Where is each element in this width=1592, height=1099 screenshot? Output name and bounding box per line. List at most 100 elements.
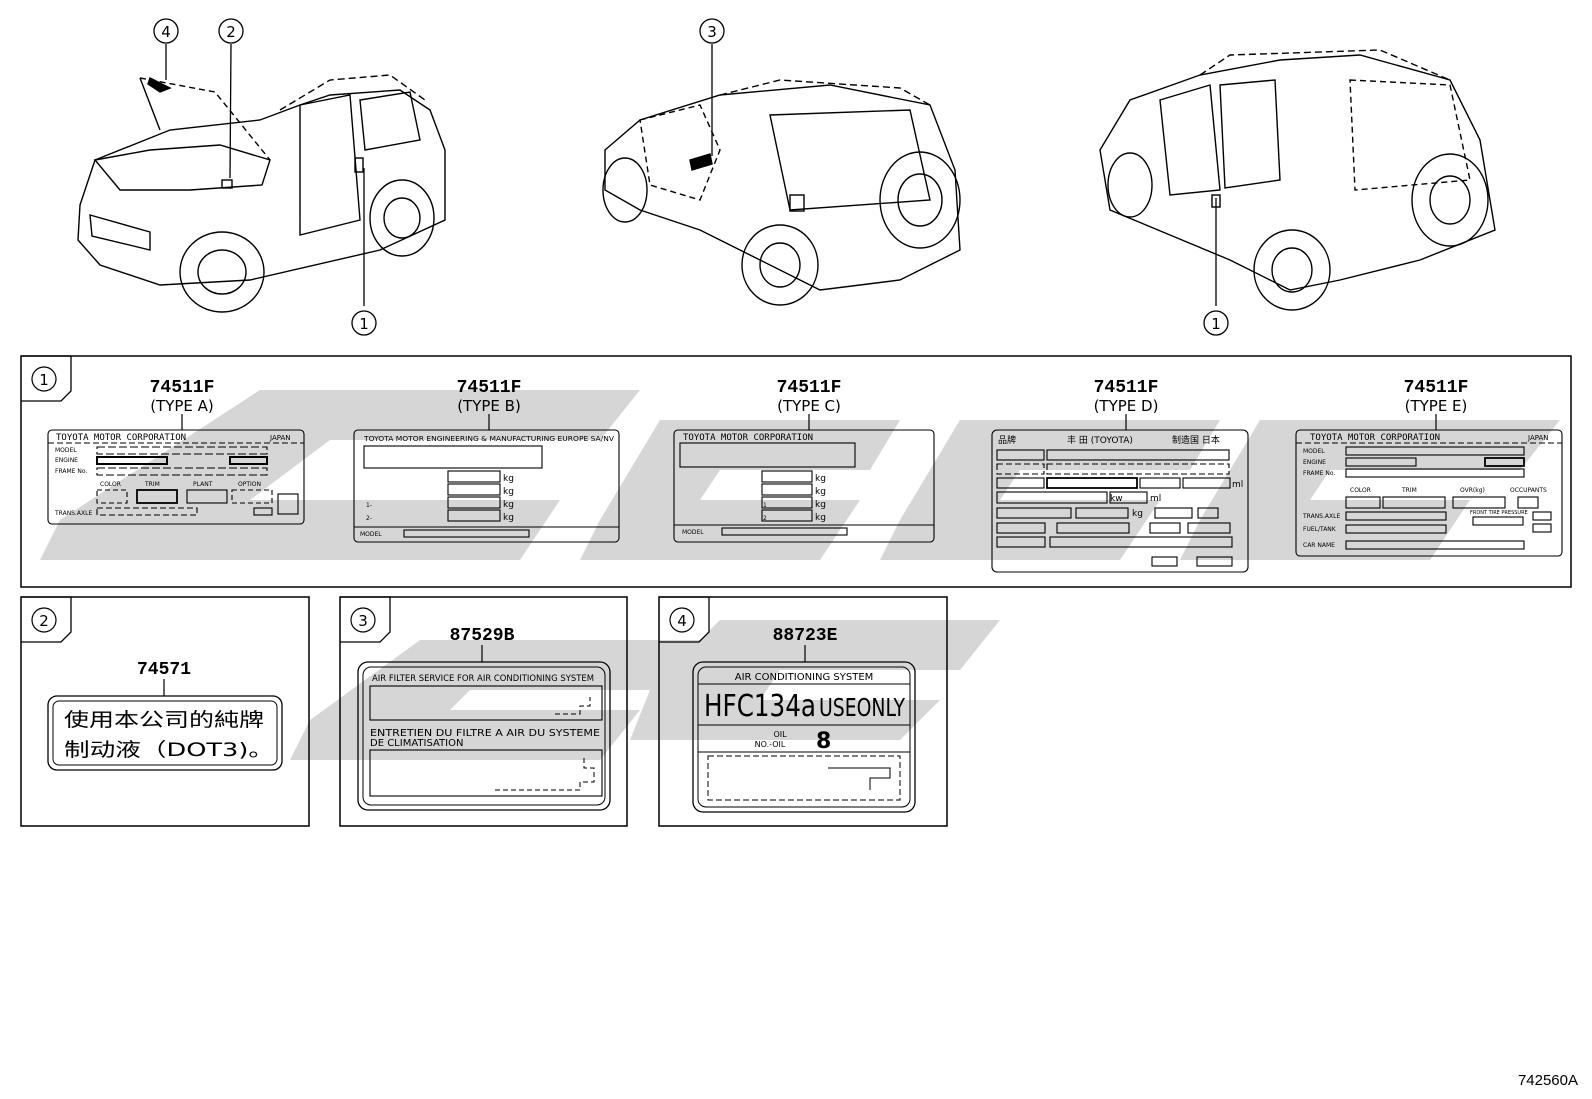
svg-text:kg: kg <box>815 474 826 484</box>
svg-text:TRANS.AXLE: TRANS.AXLE <box>54 510 92 517</box>
svg-text:PLANT: PLANT <box>193 481 213 488</box>
svg-text:TOYOTA MOTOR CORPORATION: TOYOTA MOTOR CORPORATION <box>56 433 186 443</box>
panel-3-number: 3 <box>358 612 368 630</box>
air-filter-fr-1: ENTRETIEN DU FILTRE A AIR DU SYSTEME <box>370 728 600 739</box>
svg-text:kg: kg <box>503 500 514 510</box>
svg-text:2: 2 <box>763 515 767 522</box>
svg-text:JAPAN: JAPAN <box>269 434 291 442</box>
label-type-c <box>673 429 935 543</box>
type-e-part-number: 74511F <box>1404 378 1469 398</box>
type-d-part-number: 74511F <box>1094 378 1159 398</box>
panel-3: 3 87529B AIR FILTER SERVICE FOR AIR COND… <box>339 596 628 827</box>
panel-4: 4 88723E AIR CONDITIONING SYSTEM HFC134a… <box>658 596 948 827</box>
vehicle-callouts <box>153 18 1229 336</box>
svg-text:TRIM: TRIM <box>1401 487 1417 494</box>
svg-text:TRIM: TRIM <box>144 481 160 488</box>
svg-text:制造国 日本: 制造国 日本 <box>1172 434 1220 446</box>
vehicle-callout-numbers: 4 2 1 3 1 <box>161 23 1221 333</box>
svg-text:kg: kg <box>815 500 826 510</box>
svg-text:CAR NAME: CAR NAME <box>1303 542 1335 549</box>
label-type-d-text: 品牌 丰 田 (TOYOTA) 制造国 日本 ml kw ml kg <box>998 434 1243 519</box>
svg-text:MODEL: MODEL <box>1303 448 1325 455</box>
svg-text:FRAME No.: FRAME No. <box>55 468 87 475</box>
svg-text:OCCUPANTS: OCCUPANTS <box>1510 487 1547 494</box>
brake-fluid-line-1: 使用本公司的純牌 <box>64 709 264 731</box>
brake-fluid-line-2: 制动液（DOT3)。 <box>64 739 274 761</box>
svg-text:COLOR: COLOR <box>1350 487 1371 494</box>
panel-1-leaders <box>181 414 1437 430</box>
label-type-c-text: TOYOTA MOTOR CORPORATION kg kg kg kg 1 2… <box>682 433 826 536</box>
label-type-a-text: TOYOTA MOTOR CORPORATION JAPAN MODEL ENG… <box>54 433 291 517</box>
type-c-label: (TYPE C) <box>777 397 841 415</box>
vehicle-front-view <box>77 74 446 313</box>
svg-text:kw: kw <box>1110 494 1123 504</box>
svg-text:JAPAN: JAPAN <box>1527 434 1549 442</box>
svg-text:1: 1 <box>763 502 767 509</box>
svg-text:TOYOTA MOTOR CORPORATION: TOYOTA MOTOR CORPORATION <box>1310 433 1440 443</box>
svg-text:品牌: 品牌 <box>998 434 1016 446</box>
svg-text:kg: kg <box>815 487 826 497</box>
svg-text:FRAME No.: FRAME No. <box>1303 470 1335 477</box>
type-a-label: (TYPE A) <box>150 397 214 415</box>
svg-text:kg: kg <box>815 513 826 523</box>
label-type-e <box>1295 429 1563 557</box>
vehicle-rear-right-view <box>1099 49 1496 311</box>
type-d-label: (TYPE D) <box>1094 397 1159 415</box>
ac-system-title: AIR CONDITIONING SYSTEM <box>735 672 874 683</box>
svg-text:MODEL: MODEL <box>360 531 382 538</box>
svg-text:ml: ml <box>1232 480 1243 490</box>
type-b-part-number: 74511F <box>457 378 522 398</box>
panel-3-part-number: 87529B <box>450 626 515 646</box>
svg-text:OPTION: OPTION <box>238 481 261 488</box>
panel-4-part-number: 88723E <box>773 626 838 646</box>
oil-number-label: NO.-OIL <box>755 740 786 749</box>
panel-4-number: 4 <box>677 612 687 630</box>
svg-text:OVR(kg): OVR(kg) <box>1460 487 1485 494</box>
panel-1-headings: 74511F (TYPE A) 74511F (TYPE B) 74511F (… <box>150 378 1469 415</box>
oil-label: OIL <box>773 730 787 739</box>
type-e-label: (TYPE E) <box>1405 397 1468 415</box>
label-type-a <box>47 429 305 525</box>
svg-text:丰 田 (TOYOTA): 丰 田 (TOYOTA) <box>1067 434 1133 446</box>
panel-1: 1 <box>20 355 1572 588</box>
oil-number-value: 8 <box>816 729 831 754</box>
type-a-part-number: 74511F <box>150 378 215 398</box>
label-type-b-text: TOYOTA MOTOR ENGINEERING & MANUFACTURING… <box>360 435 614 538</box>
panel-2-number: 2 <box>39 612 49 630</box>
callout-1-right: 1 <box>1211 315 1221 333</box>
type-c-part-number: 74511F <box>777 378 842 398</box>
svg-text:2-: 2- <box>366 515 372 522</box>
svg-text:kg: kg <box>503 513 514 523</box>
panel-1-number: 1 <box>39 371 49 389</box>
vehicle-rear-open-door-view <box>602 79 961 306</box>
svg-text:ENGINE: ENGINE <box>55 457 78 464</box>
callout-4-top: 4 <box>161 23 171 41</box>
label-type-d <box>991 429 1249 573</box>
use-only-text: USEONLY <box>819 693 906 722</box>
svg-text:TOYOTA MOTOR CORPORATION: TOYOTA MOTOR CORPORATION <box>683 433 813 443</box>
refrigerant-name: HFC134a <box>704 689 816 724</box>
svg-text:MODEL: MODEL <box>682 529 704 536</box>
figure-id: 742560A <box>1517 1072 1578 1089</box>
svg-text:TRANS.AXLE: TRANS.AXLE <box>1302 513 1340 520</box>
svg-text:TOYOTA MOTOR ENGINEERING & MAN: TOYOTA MOTOR ENGINEERING & MANUFACTURING… <box>363 435 614 443</box>
svg-text:kg: kg <box>1132 509 1143 519</box>
svg-text:kg: kg <box>503 487 514 497</box>
air-filter-fr-2: DE CLIMATISATION <box>370 738 463 749</box>
panel-2-part-number: 74571 <box>137 660 191 680</box>
callout-1-left: 1 <box>359 315 369 333</box>
panel-2: 2 74571 使用本公司的純牌 制动液（DOT3)。 <box>20 596 310 827</box>
svg-text:FRONT TIRE PRESSURE: FRONT TIRE PRESSURE <box>1470 510 1528 516</box>
svg-text:FUEL/TANK: FUEL/TANK <box>1303 526 1337 533</box>
svg-text:COLOR: COLOR <box>100 481 121 488</box>
svg-text:kg: kg <box>503 474 514 484</box>
svg-text:1-: 1- <box>366 502 372 509</box>
callout-2-top: 2 <box>226 23 236 41</box>
type-b-label: (TYPE B) <box>457 397 521 415</box>
label-type-e-text: TOYOTA MOTOR CORPORATION JAPAN MODEL ENG… <box>1302 433 1549 549</box>
svg-text:MODEL: MODEL <box>55 447 77 454</box>
air-filter-en: AIR FILTER SERVICE FOR AIR CONDITIONING … <box>372 674 594 684</box>
label-type-b <box>353 429 620 543</box>
callout-3-top: 3 <box>707 23 717 41</box>
